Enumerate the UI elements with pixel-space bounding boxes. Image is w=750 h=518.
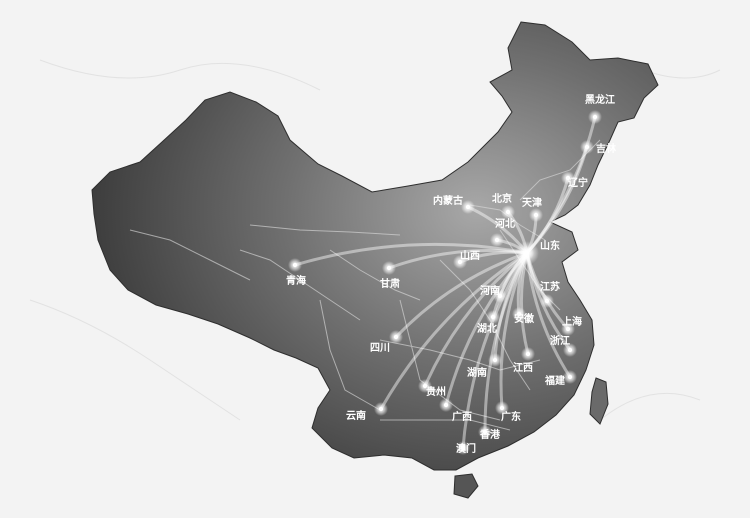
- label-province-8: 山西: [460, 249, 480, 262]
- marker-province-13[interactable]: [516, 311, 522, 317]
- label-province-15: 湖北: [477, 322, 497, 335]
- label-province-14: 上海: [562, 315, 582, 328]
- ray-province-9: [294, 242, 528, 267]
- label-province-3: 内蒙古: [433, 194, 463, 207]
- label-province-26: 澳门: [456, 442, 476, 455]
- ray-province-21: [423, 251, 528, 387]
- label-province-2: 辽宁: [568, 176, 588, 189]
- label-province-1: 吉林: [596, 142, 617, 155]
- marker-province-17[interactable]: [393, 334, 399, 340]
- marker-province-21[interactable]: [422, 383, 428, 389]
- hub-glow: [515, 241, 539, 265]
- marker-province-9[interactable]: [292, 262, 298, 268]
- label-province-12: 江苏: [540, 280, 560, 293]
- taiwan-shape: [589, 377, 609, 425]
- label-province-25: 香港: [480, 428, 501, 441]
- ray-province-20: [525, 252, 572, 378]
- ray-province-10: [388, 249, 528, 270]
- label-province-10: 甘肃: [380, 277, 400, 290]
- marker-province-4[interactable]: [505, 209, 511, 215]
- label-province-9: 青海: [286, 274, 306, 287]
- ray-province-0: [525, 116, 597, 254]
- label-province-13: 安徽: [514, 312, 535, 325]
- marker-province-6[interactable]: [494, 237, 500, 243]
- marker-province-1[interactable]: [584, 144, 590, 150]
- marker-province-5[interactable]: [533, 212, 539, 218]
- marker-province-23[interactable]: [443, 402, 449, 408]
- label-province-24: 广东: [501, 410, 521, 423]
- marker-province-20[interactable]: [567, 374, 573, 380]
- marker-province-3[interactable]: [465, 204, 471, 210]
- label-province-19: 江西: [513, 361, 533, 374]
- marker-province-24[interactable]: [499, 405, 505, 411]
- marker-province-15[interactable]: [490, 314, 496, 320]
- province-labels: 黑龙江吉林辽宁内蒙古 北京天津河北山东山西青海 甘肃河南 江苏安徽 上海湖北浙江四川湖南…: [286, 93, 617, 455]
- marker-province-11[interactable]: [497, 293, 503, 299]
- label-province-7: 山东: [540, 239, 560, 252]
- label-province-20: 福建: [544, 374, 566, 387]
- marker-province-0[interactable]: [592, 114, 598, 120]
- ray-province-24: [499, 252, 529, 409]
- label-province-11: 河南: [480, 284, 500, 297]
- label-province-16: 浙江: [550, 334, 570, 347]
- ray-province-18: [493, 252, 529, 361]
- ray-province-17: [394, 251, 528, 339]
- ray-province-23: [444, 252, 529, 406]
- marker-province-10[interactable]: [386, 265, 392, 271]
- label-province-4: 北京: [492, 192, 512, 205]
- marker-province-2[interactable]: [565, 175, 571, 181]
- marker-province-8[interactable]: [457, 259, 463, 265]
- marker-province-16[interactable]: [567, 347, 573, 353]
- ray-province-1: [525, 146, 589, 255]
- ray-province-22: [379, 251, 528, 410]
- ray-province-26: [461, 252, 529, 449]
- label-province-6: 河北: [495, 217, 515, 230]
- label-province-23: 广西: [452, 410, 472, 423]
- marker-province-18[interactable]: [492, 357, 498, 363]
- mainland-shape: [91, 21, 659, 471]
- label-province-17: 四川: [370, 342, 390, 354]
- label-province-21: 贵州: [426, 385, 446, 398]
- ray-province-25: [483, 252, 529, 433]
- marker-province-26[interactable]: [460, 445, 466, 451]
- label-province-0: 黑龙江: [585, 93, 615, 106]
- label-province-5: 天津: [522, 196, 542, 209]
- marker-province-19[interactable]: [525, 351, 531, 357]
- hainan-shape: [453, 473, 479, 499]
- marker-province-12[interactable]: [544, 298, 550, 304]
- marker-province-14[interactable]: [565, 326, 571, 332]
- marker-province-22[interactable]: [378, 406, 384, 412]
- marker-province-25[interactable]: [482, 429, 488, 435]
- label-province-18: 湖南: [467, 366, 487, 379]
- province-markers: [288, 110, 602, 455]
- label-province-22: 云南: [346, 409, 366, 422]
